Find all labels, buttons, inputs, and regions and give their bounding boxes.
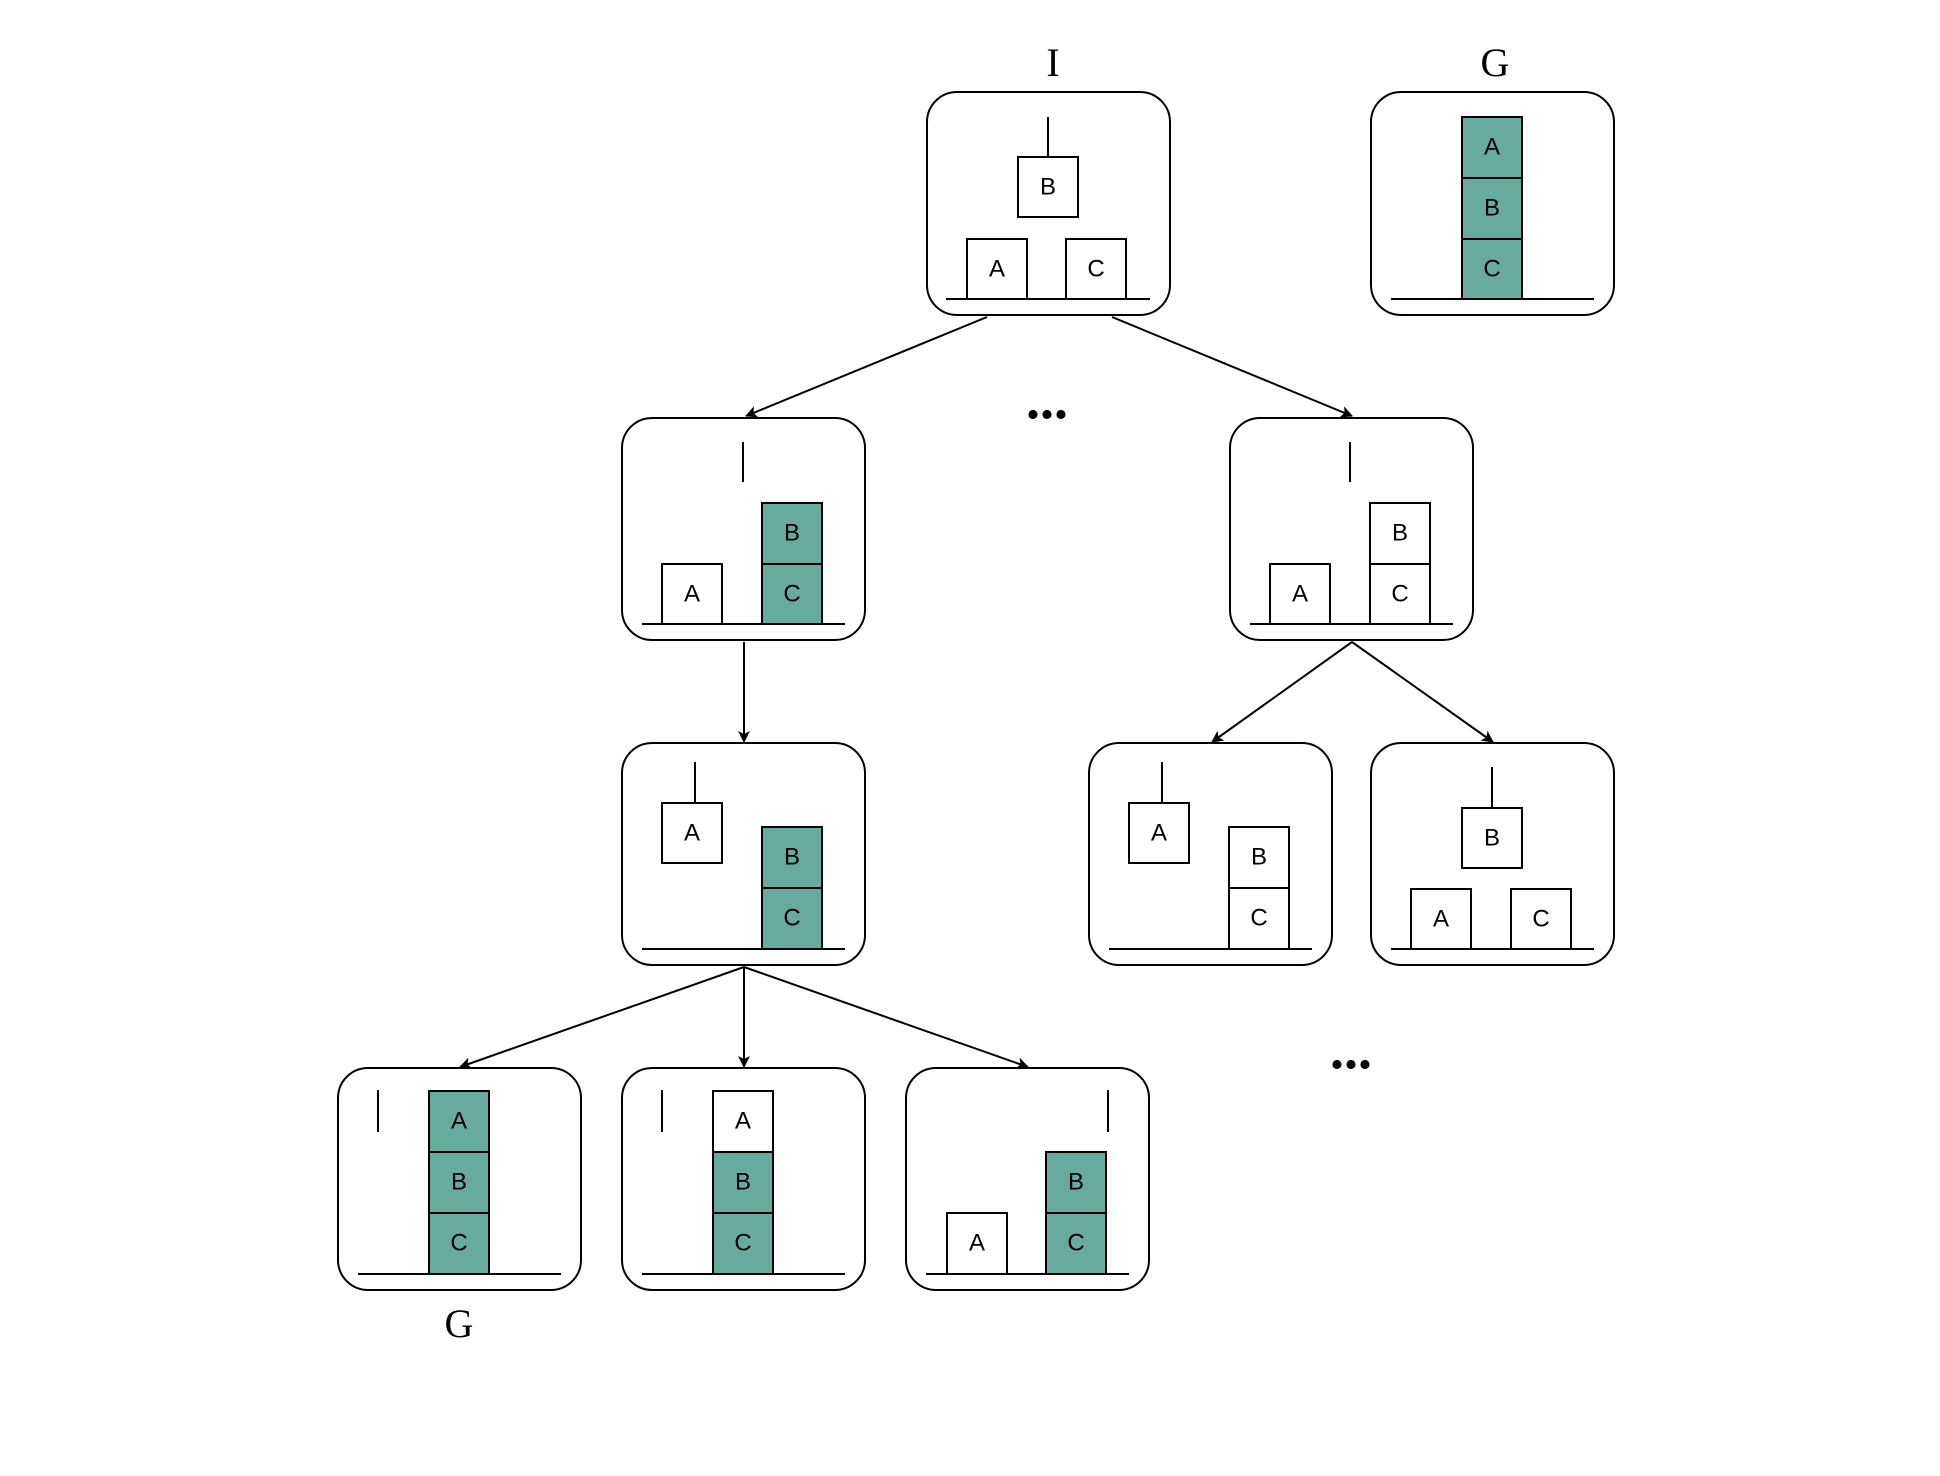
ellipsis-top: ... — [1026, 369, 1068, 431]
block-label: C — [783, 905, 800, 932]
state-stack-bc: A B C — [1229, 417, 1474, 641]
block-label: A — [1484, 134, 1500, 161]
block-c: C — [1228, 887, 1290, 950]
block-label: A — [684, 581, 700, 608]
block-a: A — [1410, 888, 1472, 950]
block-label: B — [451, 1169, 467, 1196]
block-label: C — [450, 1230, 467, 1257]
state-frame — [1088, 742, 1333, 966]
block-label: B — [1040, 174, 1056, 201]
state-put-b-on-c: A B C — [621, 417, 866, 641]
block-c: C — [1065, 238, 1127, 300]
block-b: B — [1045, 1151, 1107, 1214]
block-label: C — [1391, 581, 1408, 608]
block-a: A — [1269, 563, 1331, 625]
block-b: B — [428, 1151, 490, 1214]
block-c: C — [1510, 888, 1572, 950]
block-label: A — [969, 1230, 985, 1257]
state-initial: B A C — [926, 91, 1171, 316]
block-a: A — [661, 802, 723, 864]
block-label: B — [1484, 825, 1500, 852]
block-b: B — [1461, 807, 1523, 869]
block-a: A — [661, 563, 723, 625]
block-c: C — [761, 563, 823, 625]
block-label: B — [1068, 1169, 1084, 1196]
block-c: C — [761, 887, 823, 950]
block-label: C — [1250, 905, 1267, 932]
state-hold-b-right: B A C — [1370, 742, 1615, 966]
block-label: A — [684, 820, 700, 847]
block-a: A — [712, 1090, 774, 1153]
edge-stack-bc-to-hold-a-right — [1211, 641, 1353, 743]
block-label: C — [1483, 256, 1500, 283]
block-b: B — [761, 826, 823, 889]
block-label: C — [1087, 256, 1104, 283]
block-label: A — [989, 256, 1005, 283]
block-label: A — [1292, 581, 1308, 608]
block-a: A — [966, 238, 1028, 300]
block-label: B — [1484, 195, 1500, 222]
block-c: C — [1045, 1212, 1107, 1275]
block-label: C — [1532, 906, 1549, 933]
block-c: C — [712, 1212, 774, 1275]
edge-stack-bc-to-hold-b-right — [1351, 641, 1494, 743]
block-a: A — [428, 1090, 490, 1153]
edge-initial-to-stack-bc — [1111, 316, 1353, 418]
initial-state-label: I — [1046, 40, 1059, 85]
state-frame — [905, 1067, 1150, 1291]
block-a: A — [946, 1212, 1008, 1275]
block-label: A — [1151, 820, 1167, 847]
state-goal-reached: A B C — [337, 1067, 582, 1291]
edge-hold-a-to-goal-reached — [459, 966, 745, 1070]
block-c: C — [1461, 238, 1523, 300]
block-a: A — [1461, 116, 1523, 179]
block-c: C — [428, 1212, 490, 1275]
state-frame — [621, 742, 866, 966]
block-label: B — [784, 520, 800, 547]
block-b: B — [1228, 826, 1290, 889]
block-a: A — [1128, 802, 1190, 864]
block-label: B — [784, 844, 800, 871]
block-label: C — [783, 581, 800, 608]
block-label: A — [735, 1108, 751, 1135]
block-b: B — [1369, 502, 1431, 565]
state-hold-a: A B C — [621, 742, 866, 966]
block-label: B — [735, 1169, 751, 1196]
state-hold-a-right: A B C — [1088, 742, 1333, 966]
goal-reached-label: G — [445, 1301, 474, 1346]
state-goal: A B C — [1370, 91, 1615, 316]
block-label: A — [1433, 906, 1449, 933]
block-b: B — [1461, 177, 1523, 240]
block-label: C — [734, 1230, 751, 1257]
edge-hold-a-to-a-down — [743, 966, 1029, 1070]
state-frame — [1229, 417, 1474, 641]
block-b: B — [712, 1151, 774, 1214]
block-label: B — [1251, 844, 1267, 871]
block-b: B — [761, 502, 823, 565]
block-label: A — [451, 1108, 467, 1135]
ellipsis-right: ... — [1330, 1019, 1372, 1081]
state-a-down: A B C — [905, 1067, 1150, 1291]
edge-initial-to-put-b-on-c — [745, 316, 988, 418]
edges — [459, 316, 1494, 1070]
block-label: B — [1392, 520, 1408, 547]
state-a-on-bc: A B C — [621, 1067, 866, 1291]
block-c: C — [1369, 563, 1431, 625]
block-label: C — [1067, 1230, 1084, 1257]
goal-state-label: G — [1481, 40, 1510, 85]
block-b: B — [1017, 156, 1079, 218]
